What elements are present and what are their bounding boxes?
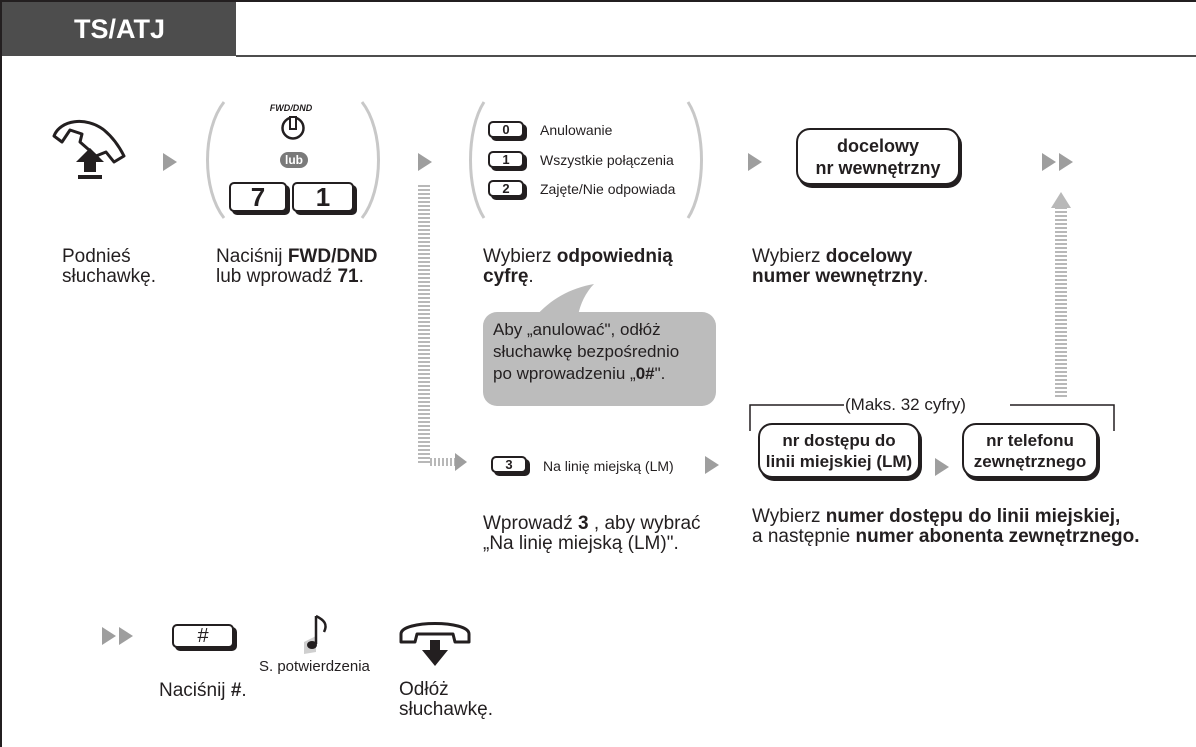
option-label-3: Na linię miejską (LM) [543, 458, 674, 474]
frame-top-border [0, 0, 1196, 2]
key-7[interactable]: 7 [229, 182, 287, 212]
option-key-2[interactable]: 2 [488, 180, 524, 197]
option-label-0: Anulowanie [540, 122, 613, 138]
arrow-right-icon [119, 627, 133, 645]
frame-left-border [0, 0, 2, 747]
tip-line-2: słuchawkę bezpośrednio [493, 342, 680, 361]
handset-lift-icon [52, 119, 126, 179]
cancel-tip-bubble: Aby „anulować", odłóż słuchawkę bezpośre… [483, 312, 716, 406]
option-key-1[interactable]: 1 [488, 151, 524, 168]
arrow-right-icon [748, 153, 762, 171]
line-access-number-key[interactable]: nr dostępu do linii miejskiej (LM) [758, 423, 920, 478]
option-bracket-group [469, 101, 703, 219]
external-number-description: Wybierz numer dostępu do linii miejskiej… [752, 506, 1140, 547]
hangup-label: Odłóż słuchawkę. [399, 679, 493, 720]
max-digits-bracket [749, 404, 1115, 431]
option-label-2: Zajęte/Nie odpowiada [540, 181, 676, 197]
key-1[interactable]: 1 [292, 182, 354, 212]
target-extension-key[interactable]: docelowy nr wewnętrzny [796, 128, 960, 185]
fwd-dnd-button-icon[interactable] [280, 112, 306, 142]
tip-bubble-tail [536, 284, 594, 316]
tip-line-1: Aby „anulować", odłóż [493, 320, 661, 339]
option-key-0[interactable]: 0 [488, 121, 524, 138]
fwd-dnd-key-label: FWD/DND [269, 103, 313, 113]
header-rule [236, 55, 1196, 57]
branch-connector-bar [418, 185, 430, 465]
return-connector-bar [1055, 207, 1067, 397]
co-line-description: Wprowadź 3 , aby wybrać „Na linię miejsk… [483, 513, 701, 554]
arrow-right-icon [163, 153, 177, 171]
hash-key[interactable]: # [172, 624, 234, 648]
arrow-right-icon [935, 458, 949, 476]
max-digits-label: (Maks. 32 cyfry) [845, 395, 966, 414]
arrow-right-icon [705, 456, 719, 474]
external-phone-number-key[interactable]: nr telefonu zewnętrznego [962, 423, 1098, 478]
header-tab-title: TS/ATJ [74, 13, 166, 44]
confirmation-tone-label: S. potwierdzenia [259, 658, 370, 675]
handset-down-icon [399, 622, 471, 666]
header-tab: TS/ATJ [2, 2, 236, 56]
fwd-bracket-group [206, 101, 380, 219]
option-label-1: Wszystkie połączenia [540, 152, 674, 168]
branch-connector-foot [430, 458, 456, 466]
arrow-right-icon [418, 153, 432, 171]
arrow-right-icon [1059, 153, 1073, 171]
music-note-icon [304, 614, 327, 654]
hash-description: Naciśnij #. [159, 680, 247, 701]
select-description: Wybierz odpowiednią cyfrę. [483, 246, 673, 287]
target-extension-description: Wybierz docelowy numer wewnętrzny. [752, 246, 929, 287]
arrow-up-icon [1051, 192, 1071, 208]
arrow-right-icon [1042, 153, 1056, 171]
option-key-3[interactable]: 3 [491, 456, 527, 473]
fwd-description: Naciśnij FWD/DND lub wprowadź 71. [216, 246, 378, 287]
or-badge: lub [280, 152, 308, 168]
lift-label: Podnieś słuchawkę. [62, 246, 156, 287]
arrow-right-icon [455, 453, 467, 471]
tip-line-3: po wprowadzeniu „0#". [493, 364, 666, 383]
arrow-right-icon [102, 627, 116, 645]
